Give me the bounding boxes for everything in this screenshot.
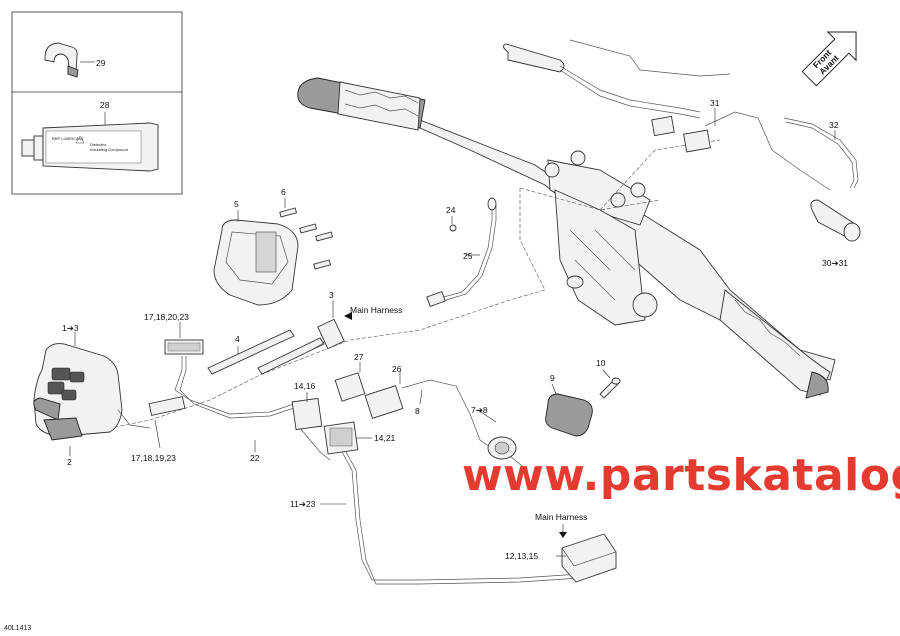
part-7-switch <box>477 409 523 467</box>
part-1-3-switch <box>33 332 151 456</box>
callout-12-13-15: 12,13,15 <box>505 551 538 561</box>
part-32-wire <box>783 117 859 189</box>
svg-text:BRP LUBRICANT: BRP LUBRICANT <box>52 136 84 141</box>
callout-27: 27 <box>354 352 364 362</box>
part-30-31-grip <box>810 199 861 242</box>
svg-text:Dielectric: Dielectric <box>90 142 106 147</box>
part-17-connector-bottom <box>148 396 186 449</box>
callout-3: 3 <box>329 290 334 300</box>
callout-17-18-19-23: 17,18,19,23 <box>131 453 176 463</box>
reference-lines <box>109 139 721 429</box>
callout-4: 4 <box>235 334 240 344</box>
part-5-housing <box>213 210 299 306</box>
part-11-harness <box>320 451 601 585</box>
callout-26: 26 <box>392 364 402 374</box>
part-4-tubes <box>207 329 325 375</box>
callout-28: 28 <box>100 100 110 110</box>
callout-9: 9 <box>550 373 555 383</box>
callout-11-23: 11➔23 <box>290 499 316 509</box>
part-31-wires <box>503 39 831 191</box>
figure-code: 40L1413 <box>4 625 31 632</box>
watermark: www.partskatalog.ru <box>462 450 900 501</box>
part-9-cap <box>545 383 593 437</box>
callout-25: 25 <box>463 251 473 261</box>
kit-frame <box>11 11 183 195</box>
callout-6: 6 <box>281 187 286 197</box>
part-12-module <box>556 524 617 583</box>
part-10-pin <box>599 369 621 399</box>
callout-5: 5 <box>234 199 239 209</box>
callout-24: 24 <box>446 205 456 215</box>
part-27-connector <box>334 362 366 402</box>
main-harness-top: Main Harness <box>350 305 402 315</box>
part-28-tube: BRP LUBRICANT Dielectric Insulating Comp… <box>21 112 159 172</box>
part-3-connector <box>299 300 352 357</box>
callout-1-3: 1➔3 <box>62 323 79 333</box>
callout-32: 32 <box>829 120 839 130</box>
callout-8: 8 <box>415 406 420 416</box>
callout-29: 29 <box>96 58 106 68</box>
part-25-cable <box>426 197 497 308</box>
callout-22: 22 <box>250 453 260 463</box>
callout-31: 31 <box>710 98 720 108</box>
callout-10: 10 <box>596 358 606 368</box>
callout-30-31: 30➔31 <box>822 258 848 268</box>
handlebar <box>297 77 836 399</box>
part-6-screws <box>279 198 334 270</box>
part-14-connectors <box>291 392 372 461</box>
callout-17-18-20-23: 17,18,20,23 <box>144 312 189 322</box>
part-29-clamp <box>44 42 95 78</box>
part-26-connector <box>364 372 495 451</box>
part-17-connector-top <box>164 322 204 355</box>
main-harness-bottom: Main Harness <box>535 512 587 522</box>
callout-14-16: 14,16 <box>294 381 316 391</box>
callout-7-8: 7➔8 <box>471 405 488 415</box>
callout-14-21: 14,21 <box>374 433 396 443</box>
riser-assembly <box>544 150 658 326</box>
callout-2: 2 <box>67 457 72 467</box>
part-24-screw <box>449 216 457 232</box>
part-22-harness <box>174 356 313 452</box>
svg-text:Insulating Compound: Insulating Compound <box>90 147 128 152</box>
front-arrow: Front Avant <box>801 31 857 87</box>
